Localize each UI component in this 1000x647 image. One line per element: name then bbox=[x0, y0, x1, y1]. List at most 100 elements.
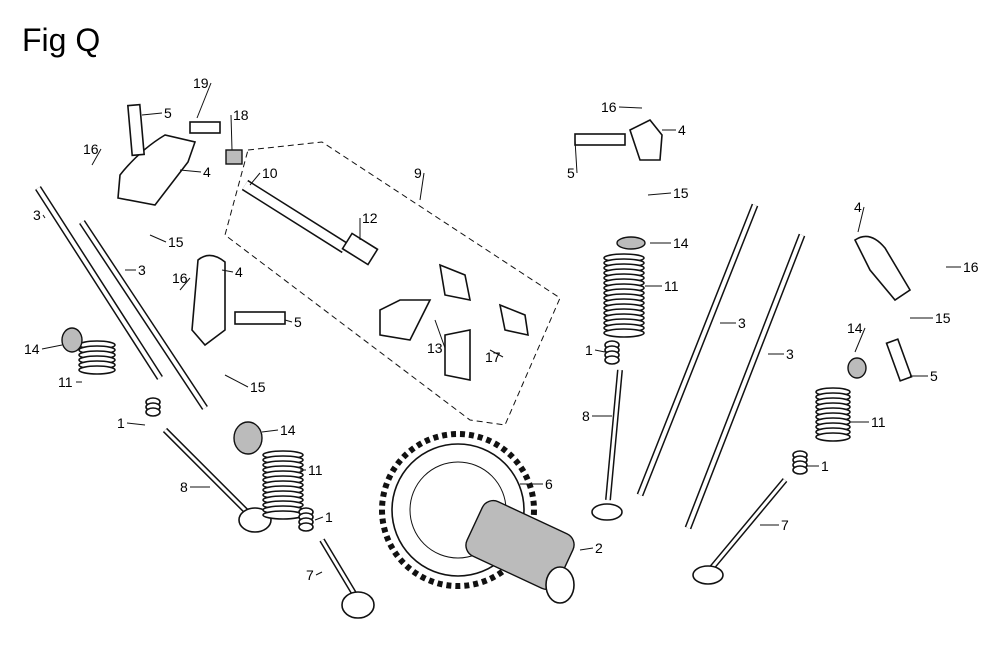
part-number-label: 6 bbox=[545, 476, 553, 492]
part-callout: 16 bbox=[946, 259, 979, 275]
part-number-label: 15 bbox=[935, 310, 951, 326]
rocker-arm-assembly-box bbox=[224, 141, 561, 426]
part-number-label: 3 bbox=[33, 207, 41, 223]
part-callout: 16 bbox=[172, 270, 191, 291]
part-callout: 1 bbox=[806, 458, 829, 474]
part-callout: 14 bbox=[24, 341, 63, 357]
part-callout: 11 bbox=[850, 414, 886, 430]
leader-line bbox=[261, 429, 279, 433]
spring-retainer bbox=[847, 357, 867, 379]
part-number-label: 5 bbox=[567, 165, 575, 181]
part-callout: 14 bbox=[650, 235, 689, 251]
part-callout: 19 bbox=[193, 75, 212, 119]
part-callout: 5 bbox=[910, 368, 938, 384]
part-number-label: 18 bbox=[233, 107, 249, 123]
leader-line bbox=[179, 277, 191, 291]
part-callout: 4 bbox=[221, 264, 243, 280]
part-number-label: 9 bbox=[414, 165, 422, 181]
pushrod bbox=[684, 233, 806, 530]
part-number-label: 7 bbox=[781, 517, 789, 533]
part-callout: 16 bbox=[83, 141, 102, 166]
part-number-label: 14 bbox=[280, 422, 296, 438]
leader-line bbox=[224, 374, 249, 388]
part-number-label: 16 bbox=[83, 141, 99, 157]
valve-spring bbox=[603, 253, 645, 338]
part-number-label: 15 bbox=[168, 234, 184, 250]
rocker-arm bbox=[438, 263, 472, 302]
part-number-label: 16 bbox=[601, 99, 617, 115]
leader-line bbox=[854, 327, 866, 353]
valve-spring bbox=[78, 340, 116, 375]
part-number-label: 16 bbox=[172, 270, 188, 286]
part-callout: 14 bbox=[261, 422, 296, 438]
rocker-arm bbox=[853, 235, 912, 302]
figure-title: Fig Q bbox=[22, 22, 101, 58]
part-callout: 1 bbox=[314, 509, 333, 525]
part-number-label: 7 bbox=[306, 567, 314, 583]
part-callout: 4 bbox=[662, 122, 686, 138]
rocker-arm bbox=[498, 303, 529, 337]
part-number-label: 3 bbox=[138, 262, 146, 278]
valve bbox=[319, 538, 375, 619]
pivot-bolt bbox=[885, 338, 913, 382]
leader-line bbox=[196, 82, 212, 119]
leader-line bbox=[221, 269, 234, 273]
part-number-label: 4 bbox=[235, 264, 243, 280]
part-callout: 16 bbox=[601, 99, 643, 115]
part-callout: 17 bbox=[485, 349, 504, 365]
part-callout: 11 bbox=[300, 462, 323, 478]
leader-line bbox=[434, 319, 446, 349]
part-number-label: 4 bbox=[203, 164, 211, 180]
leader-line bbox=[126, 422, 146, 426]
leader-line bbox=[857, 206, 865, 233]
valve-spring bbox=[604, 340, 620, 365]
pivot-bolt bbox=[234, 311, 286, 325]
part-number-label: 4 bbox=[854, 199, 862, 215]
leader-line bbox=[314, 516, 324, 521]
part-number-label: 1 bbox=[117, 415, 125, 431]
part-callout: 15 bbox=[224, 374, 266, 395]
part-number-label: 11 bbox=[871, 414, 886, 430]
part-callout: 4 bbox=[854, 199, 865, 233]
part-callout: 7 bbox=[306, 567, 323, 583]
part-callout: 6 bbox=[520, 476, 553, 492]
leader-line bbox=[230, 114, 233, 151]
bolt bbox=[189, 121, 221, 134]
part-number-label: 5 bbox=[930, 368, 938, 384]
leader-line bbox=[647, 192, 672, 196]
part-callout: 4 bbox=[179, 164, 211, 180]
part-number-label: 15 bbox=[673, 185, 689, 201]
leader-line bbox=[149, 234, 167, 243]
pushrod bbox=[79, 220, 208, 410]
rocker-arm bbox=[191, 254, 226, 347]
rocker-arm bbox=[117, 134, 197, 206]
rocker-arm bbox=[379, 299, 432, 341]
leader-line bbox=[574, 139, 578, 174]
valve-spring bbox=[792, 450, 808, 475]
leader-line bbox=[618, 106, 643, 109]
part-number-label: 14 bbox=[847, 320, 863, 336]
leader-line bbox=[141, 112, 163, 116]
part-number-label: 19 bbox=[193, 75, 209, 91]
part-number-label: 1 bbox=[821, 458, 829, 474]
part-callout: 12 bbox=[359, 210, 378, 240]
part-callout: 1 bbox=[585, 342, 606, 358]
part-callout: 14 bbox=[847, 320, 866, 353]
leader-line bbox=[594, 349, 606, 353]
part-number-label: 1 bbox=[585, 342, 593, 358]
part-number-label: 11 bbox=[664, 278, 679, 294]
spring-retainer bbox=[61, 327, 83, 353]
part-callout: 15 bbox=[149, 234, 184, 250]
pivot-bolt bbox=[574, 133, 626, 146]
part-callout: 8 bbox=[582, 408, 612, 424]
rocker-arm bbox=[444, 329, 471, 381]
part-callout: 11 bbox=[645, 278, 679, 294]
leader-line bbox=[91, 148, 102, 166]
spring-retainer bbox=[616, 236, 646, 250]
pushrod bbox=[636, 203, 759, 497]
part-number-label: 15 bbox=[250, 379, 266, 395]
part-number-label: 11 bbox=[308, 462, 323, 478]
part-number-label: 3 bbox=[786, 346, 794, 362]
part-number-label: 17 bbox=[485, 349, 501, 365]
